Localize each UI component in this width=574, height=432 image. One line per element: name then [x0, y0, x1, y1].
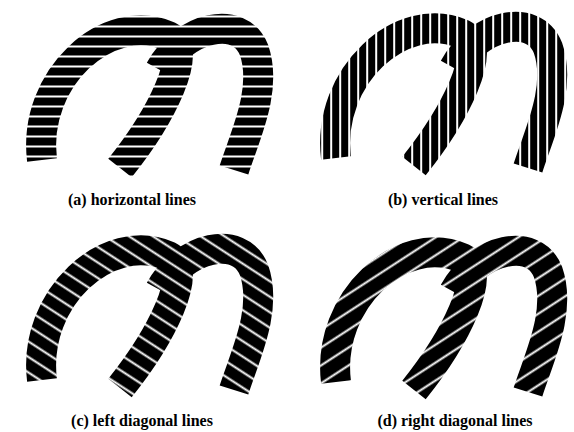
panel-caption: (c) left diagonal lines [2, 412, 282, 430]
vertical-striped-shape [335, 27, 552, 168]
left-diagonal-striped-shape [41, 249, 258, 390]
horizontal-striped-shape [41, 29, 258, 170]
right-diagonal-striped-shape [335, 251, 552, 392]
panel-caption: (a) horizontal lines [0, 191, 272, 209]
panel-caption: (b) vertical lines [303, 191, 574, 209]
panel-caption: (d) right diagonal lines [315, 412, 574, 430]
